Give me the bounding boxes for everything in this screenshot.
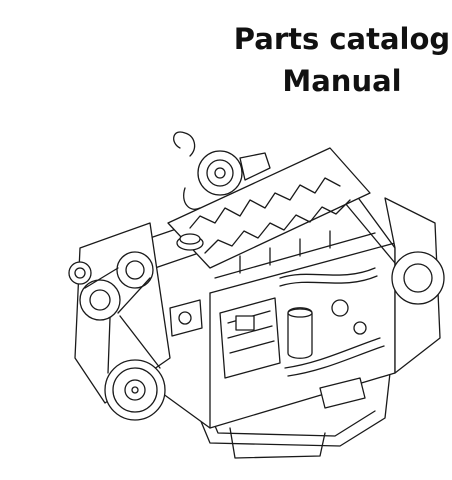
title-line-2: Manual <box>282 64 402 98</box>
engine-illustration <box>40 128 450 473</box>
engine-line-drawing-icon <box>68 131 445 459</box>
title-line-1: Parts catalog <box>233 22 451 56</box>
title-block: Parts catalog Manual <box>232 18 452 102</box>
